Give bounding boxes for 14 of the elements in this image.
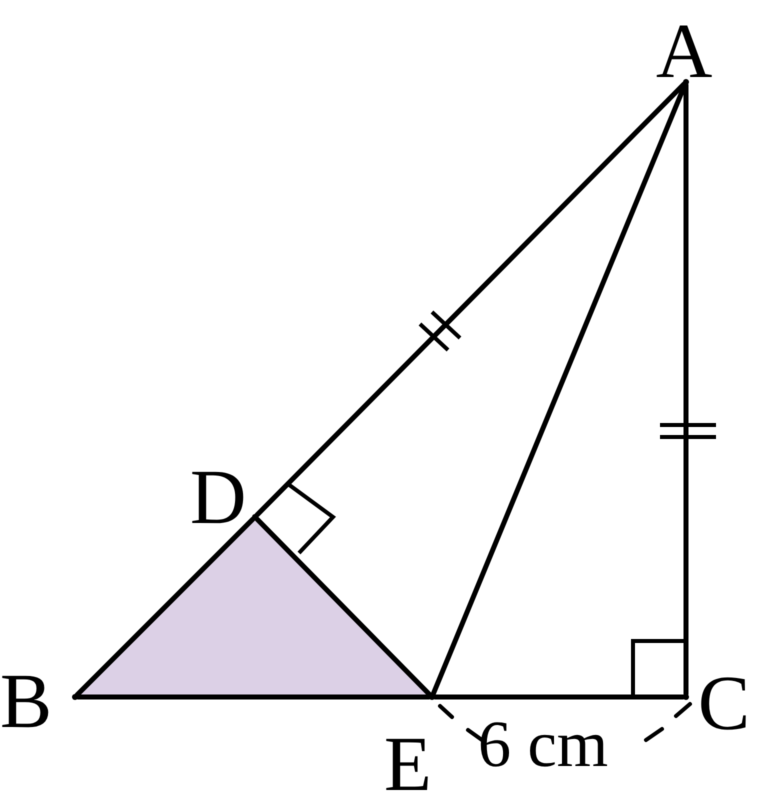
vertex-label: C — [698, 664, 750, 742]
vertex-point — [72, 694, 78, 700]
line-segment — [254, 516, 432, 698]
vertex-point — [683, 79, 689, 85]
vertex-label: B — [0, 662, 52, 740]
line-segment — [74, 516, 256, 698]
line-segment — [432, 694, 686, 700]
vertex-label: D — [190, 458, 246, 536]
line-segment — [76, 694, 432, 700]
vertex-point — [252, 514, 258, 520]
line-segment — [684, 82, 688, 696]
length-label: 6 cm — [478, 712, 608, 778]
vertex-label: E — [384, 725, 432, 803]
vertex-label: A — [656, 12, 712, 90]
